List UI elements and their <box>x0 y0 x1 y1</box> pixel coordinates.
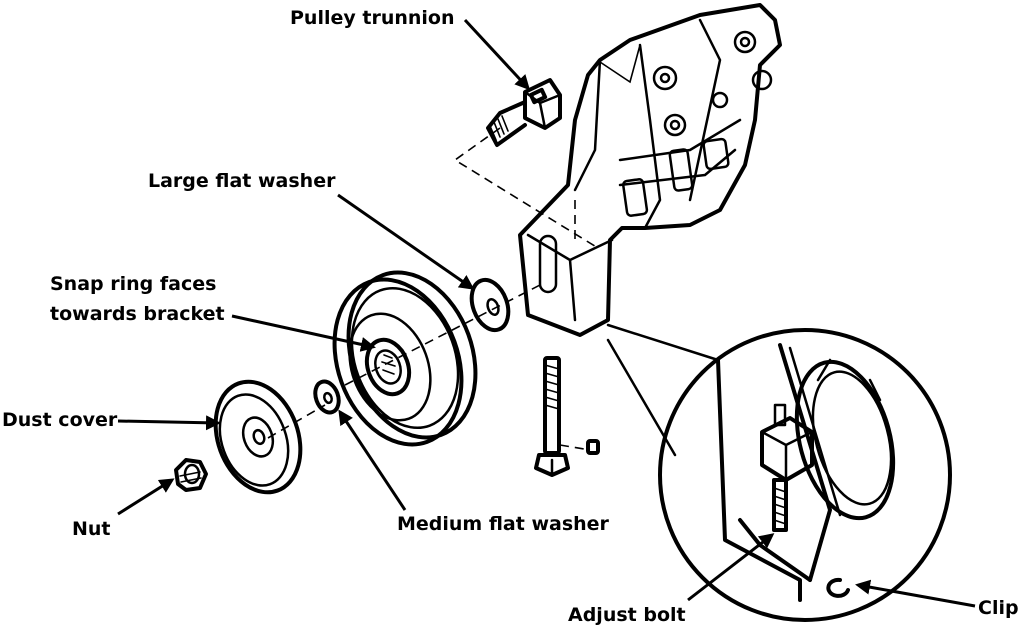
label-clip: Clip <box>978 597 1019 619</box>
medium-flat-washer <box>313 379 341 415</box>
label-snap-ring-line2: towards bracket <box>50 303 225 325</box>
label-pulley-trunnion: Pulley trunnion <box>290 7 455 29</box>
leader-adjust-bolt <box>687 533 775 602</box>
leader-large-flat-washer <box>337 193 475 290</box>
pulley-trunnion <box>486 78 562 147</box>
label-snap-ring-line1: Snap ring faces <box>50 273 216 295</box>
leader-clip <box>855 579 976 608</box>
leader-nut <box>117 478 175 516</box>
pulley <box>332 270 478 447</box>
nut <box>174 458 208 492</box>
mounting-bracket <box>518 3 782 337</box>
label-adjust-bolt: Adjust bolt <box>568 604 686 626</box>
adjust-bolt-exploded <box>534 356 600 477</box>
label-dust-cover: Dust cover <box>2 409 118 431</box>
label-large-flat-washer: Large flat washer <box>148 170 336 192</box>
dust-cover <box>213 379 303 495</box>
leader-medium-flat-washer <box>338 409 407 511</box>
large-flat-washer <box>469 277 511 333</box>
label-medium-flat-washer: Medium flat washer <box>397 513 610 535</box>
leaders <box>117 18 976 608</box>
label-nut: Nut <box>72 518 111 540</box>
leader-pulley-trunnion <box>463 18 531 91</box>
leader-dust-cover <box>117 415 221 431</box>
leader-snap-ring <box>231 314 376 352</box>
detail-inset <box>606 323 952 622</box>
